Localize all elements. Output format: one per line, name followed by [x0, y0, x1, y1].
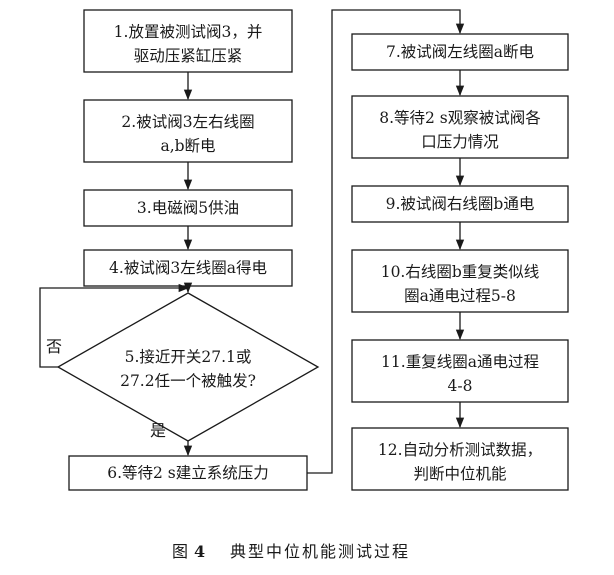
- step-3: 3.电磁阀5供油: [83, 189, 293, 227]
- arrow-6-to-7: [307, 9, 465, 474]
- step-3-line-1: 3.电磁阀5供油: [137, 199, 239, 217]
- step-10-line-1: 10.右线圈b重复类似线: [381, 263, 540, 281]
- step-8: 8.等待2 s观察被试阀各 口压力情况: [351, 95, 569, 159]
- step-6-line-1: 6.等待2 s建立系统压力: [107, 464, 269, 482]
- step-7-line-1: 7.被试阀左线圈a断电: [386, 43, 534, 61]
- step-5-line-2: 27.2任一个被触发?: [120, 372, 256, 390]
- step-12: 12.自动分析测试数据， 判断中位机能: [351, 427, 569, 491]
- caption-number: 4: [194, 542, 205, 561]
- step-12-line-1: 12.自动分析测试数据，: [378, 441, 542, 459]
- figure-caption: 图 4 典型中位机能测试过程: [172, 542, 410, 561]
- step-12-line-2: 判断中位机能: [413, 465, 506, 483]
- step-8-line-2: 口压力情况: [421, 133, 499, 151]
- caption-prefix: 图: [172, 542, 188, 561]
- step-1-line-1: 1.放置被测试阀3，并: [114, 23, 263, 41]
- step-5-decision: 5.接近开关27.1或 27.2任一个被触发?: [56, 292, 320, 442]
- step-11-line-1: 11.重复线圈a通电过程: [381, 353, 539, 371]
- caption-title: 典型中位机能测试过程: [230, 542, 410, 561]
- step-9-line-1: 9.被试阀右线圈b通电: [386, 195, 535, 213]
- step-11: 11.重复线圈a通电过程 4-8: [351, 339, 569, 403]
- step-2-line-2: a,b断电: [160, 137, 215, 155]
- label-yes: 是: [150, 421, 166, 440]
- step-1-line-2: 驱动压紧缸压紧: [134, 46, 243, 65]
- step-5-line-1: 5.接近开关27.1或: [125, 348, 252, 366]
- step-4: 4.被试阀3左线圈a得电: [83, 249, 293, 287]
- step-2: 2.被试阀3左右线圈 a,b断电: [83, 99, 293, 163]
- step-7: 7.被试阀左线圈a断电: [351, 33, 569, 71]
- step-10-line-2: 圈a通电过程5-8: [404, 287, 516, 305]
- step-2-line-1: 2.被试阀3左右线圈: [121, 113, 254, 131]
- step-6: 6.等待2 s建立系统压力: [68, 455, 308, 491]
- step-10: 10.右线圈b重复类似线 圈a通电过程5-8: [351, 249, 569, 313]
- step-1: 1.放置被测试阀3，并 驱动压紧缸压紧: [83, 9, 293, 73]
- step-4-line-1: 4.被试阀3左线圈a得电: [109, 259, 267, 277]
- step-11-line-2: 4-8: [448, 377, 473, 395]
- label-no: 否: [46, 337, 62, 356]
- step-9: 9.被试阀右线圈b通电: [351, 185, 569, 223]
- step-8-line-1: 8.等待2 s观察被试阀各: [379, 109, 541, 127]
- arrow-no-loop: [39, 283, 190, 368]
